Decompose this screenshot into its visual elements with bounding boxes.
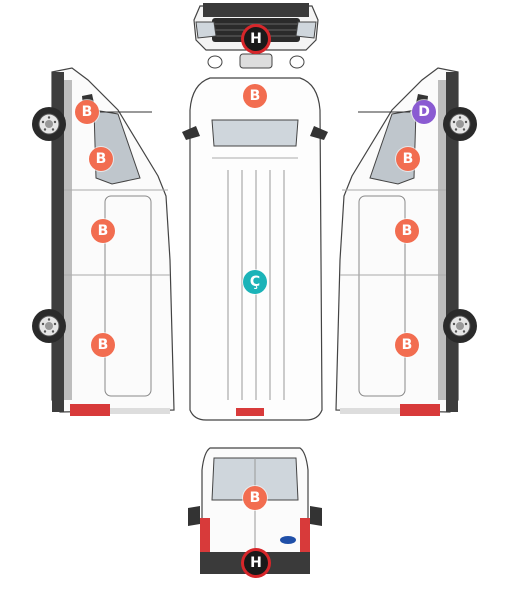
marker-left-b4: B (91, 333, 115, 357)
marker-top-c: Ç (243, 270, 267, 294)
marker-front-h: H (244, 27, 268, 51)
marker-right-b2: B (395, 219, 419, 243)
marker-right-d: D (412, 100, 436, 124)
marker-left-b3: B (91, 219, 115, 243)
marker-left-b1: B (75, 100, 99, 124)
marker-right-b1: B (396, 147, 420, 171)
right-side-view (335, 67, 478, 416)
rear-view (188, 447, 322, 574)
marker-rear-b: B (243, 486, 267, 510)
marker-right-b3: B (395, 333, 419, 357)
top-view (182, 77, 328, 421)
marker-top-b: B (243, 84, 267, 108)
marker-left-b2: B (89, 147, 113, 171)
marker-rear-h: H (244, 551, 268, 575)
